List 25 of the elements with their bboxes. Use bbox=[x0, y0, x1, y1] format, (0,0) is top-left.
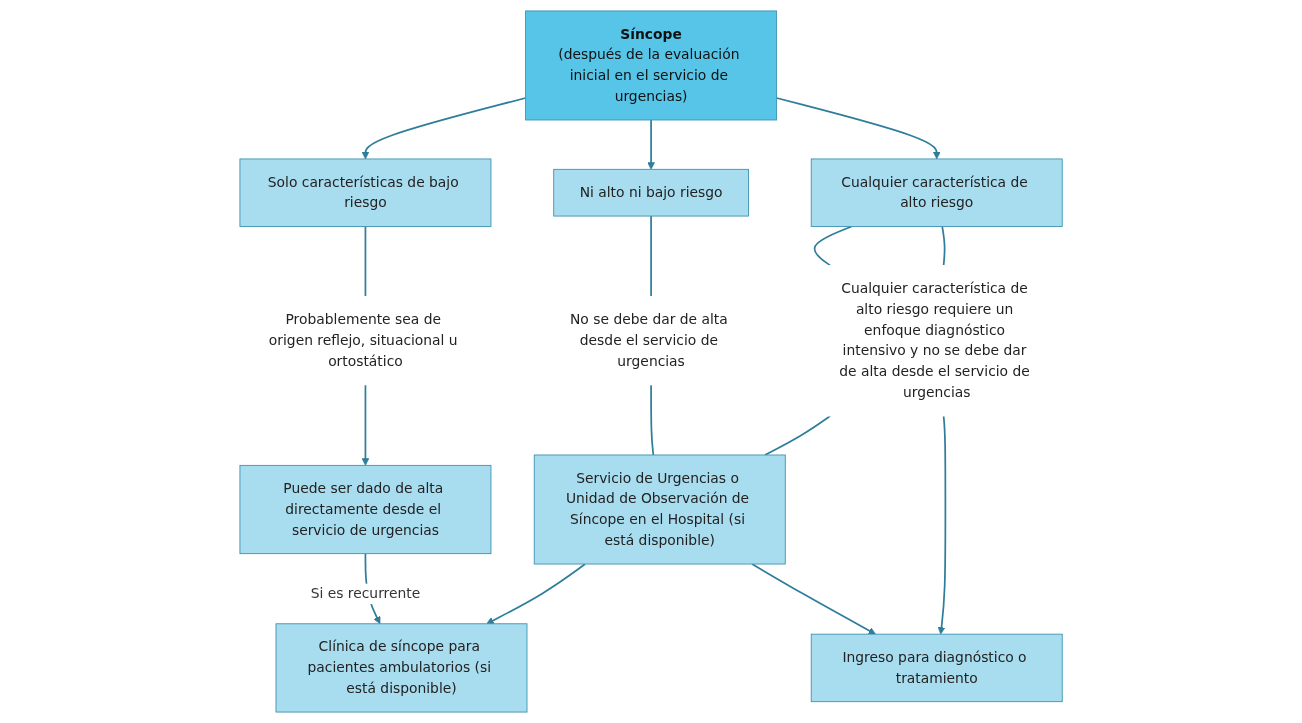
connector bbox=[813, 225, 853, 267]
connector bbox=[650, 215, 652, 298]
node-box: Servicio de Urgencias o Unidad de Observación de Síncope en el Hospital (si está disponible) bbox=[533, 454, 786, 565]
edge-label: Si es recurrente bbox=[310, 585, 421, 602]
node-text: Probablemente sea de origen reflejo, situacional u ortostático bbox=[268, 311, 458, 370]
arrow bbox=[361, 97, 527, 160]
connector bbox=[941, 225, 946, 267]
node-box: Cualquier característica de alto riesgo bbox=[810, 158, 1063, 227]
node-box: Puede ser dado de alta directamente desde el servicio de urgencias bbox=[239, 464, 492, 555]
connector bbox=[364, 225, 367, 298]
arrow bbox=[937, 415, 947, 635]
arrow bbox=[486, 563, 586, 625]
connector bbox=[764, 415, 831, 456]
node-box: Solo características de bajo riesgo bbox=[239, 158, 492, 227]
arrow bbox=[775, 97, 941, 160]
arrow bbox=[751, 563, 876, 635]
node-box: Ni alto ni bajo riesgo bbox=[553, 168, 749, 217]
arrow bbox=[361, 384, 370, 466]
node-box: Ingreso para diagnóstico o tratamiento bbox=[810, 633, 1063, 703]
node-text: Cualquier característica de alto riesgo requiere un enfoque diagnóstico intensivo y no se debe dar de alta desde el servicio de urgencias bbox=[839, 280, 1030, 401]
node-text: No se debe dar de alta desde el servicio de urgencias bbox=[569, 311, 728, 370]
arrow bbox=[647, 119, 655, 170]
connector bbox=[650, 384, 655, 456]
node-box: Síncope (después de la evaluación inicial en el servicio de urgencias) bbox=[525, 10, 777, 121]
node-box: Clínica de síncope para pacientes ambulatorios (si está disponible) bbox=[275, 623, 528, 713]
